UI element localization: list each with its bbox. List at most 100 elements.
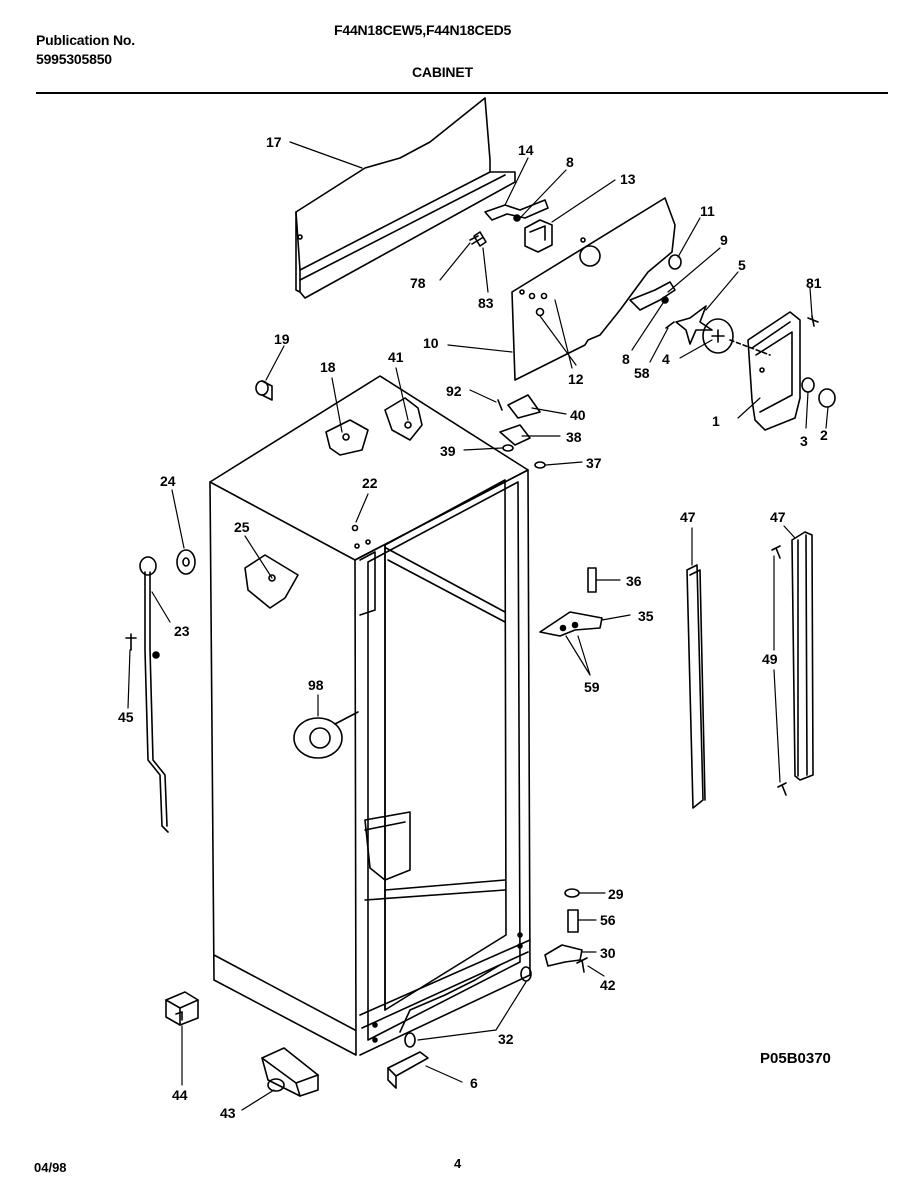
part-44-block [165, 991, 199, 1026]
callout-13: 13 [620, 171, 636, 187]
part-25-bracket [244, 554, 299, 609]
callout-40: 40 [570, 407, 586, 423]
part-17-top-trim [295, 97, 516, 299]
part-6-grille [387, 1051, 429, 1089]
callout-32: 32 [498, 1031, 514, 1047]
part-10-baffle-panel [511, 197, 676, 381]
part-5-fan-blade [675, 305, 713, 345]
callout-4: 4 [662, 351, 670, 367]
part-47-gasket-left [686, 564, 706, 809]
callout-78: 78 [410, 275, 426, 291]
header-rule [36, 92, 888, 94]
part-19-spacer [255, 380, 273, 401]
callout-6: 6 [470, 1075, 478, 1091]
cabinet-shell [209, 375, 531, 1056]
part-24-washer [176, 549, 196, 575]
part-32-plug-left [404, 1032, 416, 1048]
part-2-knob [818, 388, 836, 408]
publication-number: 5995305850 [36, 51, 112, 67]
part-47-gasket-right [791, 531, 814, 781]
callout-41: 41 [388, 349, 404, 365]
part-43-leveler [261, 1047, 319, 1097]
callout-59: 59 [584, 679, 600, 695]
part-13-damper-control [524, 219, 553, 253]
part-18-bracket [325, 419, 369, 456]
callout-8-lower: 8 [622, 351, 630, 367]
callout-1: 1 [712, 413, 720, 429]
callout-19: 19 [274, 331, 290, 347]
part-81-screw [807, 315, 819, 327]
part-35-center-hinge [539, 611, 603, 637]
callouts: 17 14 8 13 11 9 5 81 78 83 10 12 8 58 4 … [118, 134, 828, 1121]
part-49-screw-bottom [777, 782, 787, 796]
callout-2: 2 [820, 427, 828, 443]
part-4-fan-hub [702, 318, 734, 354]
part-78-83-screw [469, 231, 487, 247]
part-56-hinge-pin [567, 909, 579, 933]
section-title: CABINET [412, 64, 473, 80]
callout-47-left: 47 [680, 509, 696, 525]
callout-25: 25 [234, 519, 250, 535]
callout-47-right: 47 [770, 509, 786, 525]
part-1-control-housing [747, 311, 801, 431]
part-42-screw [576, 957, 588, 973]
leader-lines [127, 141, 829, 1111]
callout-92: 92 [446, 383, 462, 399]
callout-56: 56 [600, 912, 616, 928]
page-number: 4 [454, 1156, 462, 1171]
callout-83: 83 [478, 295, 494, 311]
callout-42: 42 [600, 977, 616, 993]
callout-12: 12 [568, 371, 584, 387]
part-98-grommet [293, 711, 359, 759]
callout-49: 49 [762, 651, 778, 667]
part-39-washer [502, 444, 514, 452]
part-29-washer [564, 888, 580, 898]
model-numbers: F44N18CEW5,F44N18CED5 [334, 22, 512, 38]
callout-45: 45 [118, 709, 134, 725]
callout-11: 11 [700, 203, 715, 219]
part-41-bracket [384, 397, 423, 441]
callout-43: 43 [220, 1105, 236, 1121]
callout-44: 44 [172, 1087, 188, 1103]
callout-10: 10 [423, 335, 439, 351]
part-49-screw-top [771, 545, 781, 559]
callout-98: 98 [308, 677, 324, 693]
drawing-code: P05B0370 [760, 1050, 831, 1067]
callout-37: 37 [586, 455, 602, 471]
footer-date: 04/98 [34, 1160, 67, 1175]
callout-24: 24 [160, 473, 176, 489]
callout-38: 38 [566, 429, 582, 445]
part-45-screw [125, 633, 137, 651]
callout-3: 3 [800, 433, 808, 449]
callout-17: 17 [266, 134, 282, 150]
part-11-grommet [668, 254, 682, 270]
part-58-screw [665, 321, 675, 329]
callout-5: 5 [738, 257, 746, 273]
callout-14: 14 [518, 142, 534, 158]
alignment-line [729, 339, 771, 356]
callout-22: 22 [362, 475, 378, 491]
callout-58: 58 [634, 365, 650, 381]
callout-8-upper: 8 [566, 154, 574, 170]
callout-18: 18 [320, 359, 336, 375]
callout-39: 39 [440, 443, 456, 459]
part-14-bracket [484, 199, 549, 222]
callout-81: 81 [806, 275, 822, 291]
part-92-screw [497, 399, 503, 411]
callout-35: 35 [638, 608, 654, 624]
callout-30: 30 [600, 945, 616, 961]
callout-23: 23 [174, 623, 190, 639]
part-23-hinge-pin-rod [139, 556, 169, 833]
callout-29: 29 [608, 886, 624, 902]
publication-label: Publication No. [36, 32, 135, 48]
callout-9: 9 [720, 232, 728, 248]
part-40-hinge-cover [507, 394, 541, 419]
callout-36: 36 [626, 573, 642, 589]
part-3-knob-shaft [801, 377, 815, 393]
part-38-hinge [499, 424, 531, 446]
part-36-hinge-pin [587, 567, 597, 593]
part-32-plug-right [520, 966, 532, 982]
part-37-plug [534, 461, 546, 469]
part-30-bottom-hinge [544, 944, 583, 967]
